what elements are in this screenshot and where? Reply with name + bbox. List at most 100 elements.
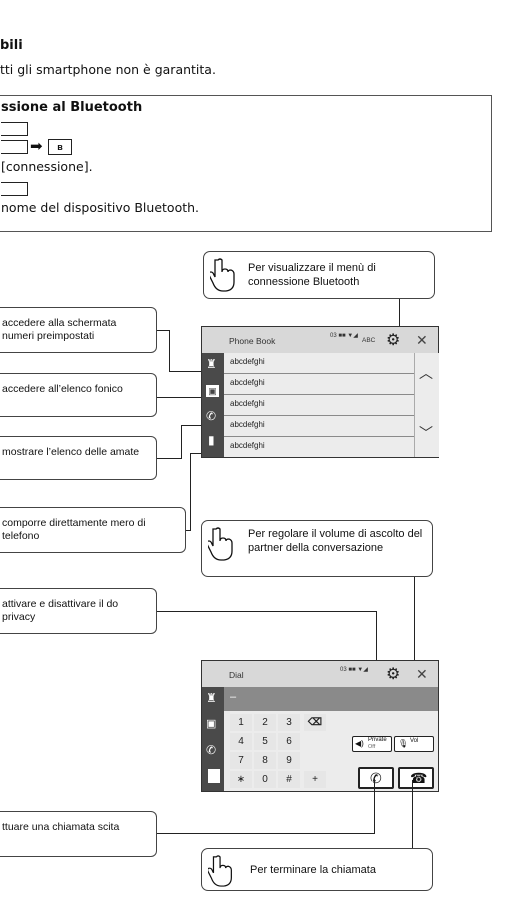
callout-bt-menu: Per visualizzare il menù di connessione … — [203, 251, 435, 299]
screen-header: Dial 03 ■■ ▼◢ ⚙ ✕ — [202, 661, 438, 687]
preset-icon[interactable]: ♜ — [206, 357, 217, 371]
bluetooth-steps-box: ssione al Bluetooth ➡ ʙ [connessione]. n… — [0, 95, 492, 232]
key-3[interactable]: 3 — [278, 714, 300, 731]
preset-icon[interactable]: ♜ — [206, 691, 217, 705]
close-icon[interactable]: ✕ — [416, 666, 428, 682]
pointing-hand-icon — [210, 258, 235, 292]
call-button[interactable]: ✆ — [358, 767, 394, 789]
key-plus[interactable]: + — [304, 771, 326, 788]
phonebook-icon[interactable]: ▣ — [206, 718, 217, 730]
key-6[interactable]: 6 — [278, 733, 300, 750]
key-star[interactable]: ∗ — [230, 771, 252, 788]
list-item[interactable]: abcdefghi — [224, 353, 414, 374]
key-4[interactable]: 4 — [230, 733, 252, 750]
list-item[interactable]: abcdefghi — [224, 374, 414, 395]
leader-line — [169, 330, 170, 372]
dial-pad-icon[interactable] — [208, 769, 220, 783]
key-5[interactable]: 5 — [254, 733, 276, 750]
callout-history: mostrare l’elenco delle amate — [0, 436, 157, 480]
gear-icon[interactable]: ⚙ — [386, 666, 401, 683]
call-history-icon[interactable]: ✆ — [206, 409, 217, 423]
callout-preset: accedere alla schermata numeri preimpost… — [0, 307, 157, 353]
leader-line — [157, 330, 169, 331]
leader-line — [181, 425, 207, 426]
arrow-right-icon: ➡ — [30, 138, 43, 155]
leader-line — [399, 299, 400, 331]
number-display: – — [224, 687, 438, 711]
callout-text: mostrare l’elenco delle amate — [2, 446, 140, 458]
call-history-icon[interactable]: ✆ — [206, 743, 217, 757]
key-hash[interactable]: # — [278, 771, 300, 788]
leader-line — [157, 833, 374, 834]
list-item[interactable]: abcdefghi — [224, 395, 414, 416]
private-state: Off — [368, 744, 376, 750]
keypad: 1 2 3 ⌫ 4 5 6 7 8 9 ∗ 0 # + ◀) Private O… — [224, 711, 438, 791]
scroll-area: ︿ ﹀ — [414, 353, 439, 457]
callout-text: accedere alla schermata numeri preimpost… — [2, 317, 117, 342]
phonebook-icon[interactable]: ▣ — [206, 385, 219, 397]
key-2[interactable]: 2 — [254, 714, 276, 731]
backspace-icon[interactable]: ⌫ — [304, 714, 326, 731]
leader-line — [157, 611, 376, 612]
callout-text: Per terminare la chiamata — [250, 864, 376, 876]
callout-text: ttuare una chiamata scita — [2, 821, 120, 833]
status-indicators: 03 ■■ ▼◢ — [330, 333, 358, 339]
callout-phonebook: accedere all’elenco fonico — [0, 373, 157, 417]
dial-screen: Dial 03 ■■ ▼◢ ⚙ ✕ ♜ ▣ ✆ – 1 2 3 ⌫ 4 5 6 … — [201, 660, 439, 792]
key-1[interactable]: 1 — [230, 714, 252, 731]
contact-list: abcdefghi abcdefghi abcdefghi abcdefghi … — [224, 353, 414, 457]
step-button-icon — [1, 140, 28, 154]
voice-volume-button[interactable]: 🎙 Vol — [394, 736, 434, 752]
voice-label: Vol — [410, 738, 419, 744]
dial-pad-icon[interactable]: ▮ — [208, 433, 215, 447]
abc-indicator: ABC — [362, 337, 376, 344]
callout-make-call: ttuare una chiamata scita — [0, 811, 157, 857]
callout-privacy: attivare e disattivare il do privacy — [0, 588, 157, 634]
callout-volume: Per regolare il volume di ascolto del pa… — [201, 520, 433, 577]
screen-title: Phone Book — [229, 336, 276, 346]
leader-line — [181, 425, 182, 459]
callout-text: Per regolare il volume di ascolto del pa… — [248, 528, 423, 554]
phone-call-icon: ✆ — [370, 770, 382, 786]
infobox-line-connection: [connessione]. — [1, 159, 93, 174]
leader-line — [412, 780, 413, 848]
callout-dial: comporre direttamente mero di telefono — [0, 507, 186, 553]
infobox-line-device: nome del dispositivo Bluetooth. — [1, 200, 200, 215]
phonebook-screen: Phone Book 03 ■■ ▼◢ ABC ⚙ ✕ ♜ ▣ ✆ ▮ abcd… — [201, 326, 439, 458]
phone-hangup-icon: ☎ — [410, 770, 428, 786]
close-icon[interactable]: ✕ — [416, 332, 428, 348]
leader-line — [374, 780, 375, 834]
key-9[interactable]: 9 — [278, 752, 300, 769]
key-0[interactable]: 0 — [254, 771, 276, 788]
end-call-button[interactable]: ☎ — [398, 767, 434, 789]
private-mode-button[interactable]: ◀) Private Off — [352, 736, 392, 752]
leader-line — [186, 530, 190, 531]
pointing-hand-icon — [208, 527, 233, 561]
leader-line — [190, 453, 191, 531]
screen-title: Dial — [229, 670, 244, 680]
callout-text: accedere all’elenco fonico — [2, 383, 123, 395]
scroll-down-icon[interactable]: ﹀ — [419, 425, 433, 441]
list-item[interactable]: abcdefghi — [224, 416, 414, 437]
section-subtext: tti gli smartphone non è garantita. — [0, 62, 216, 77]
leader-line — [190, 453, 207, 454]
status-indicators: 03 ■■ ▼◢ — [340, 667, 368, 673]
key-7[interactable]: 7 — [230, 752, 252, 769]
side-nav: ♜ ▣ ✆ ▮ — [202, 353, 224, 457]
microphone-icon: 🎙 — [398, 739, 409, 748]
list-item[interactable]: abcdefghi — [224, 437, 414, 457]
dialed-number: – — [230, 691, 237, 703]
private-label: Private — [368, 737, 387, 743]
gear-icon[interactable]: ⚙ — [386, 332, 401, 349]
scroll-up-icon[interactable]: ︿ — [419, 365, 433, 381]
screen-header: Phone Book 03 ■■ ▼◢ ABC ⚙ ✕ — [202, 327, 438, 353]
step-button-icon — [1, 122, 28, 136]
callout-end-call: Per terminare la chiamata — [201, 848, 433, 891]
key-8[interactable]: 8 — [254, 752, 276, 769]
callout-text: Per visualizzare il menù di connessione … — [248, 262, 376, 288]
leader-line — [157, 458, 181, 459]
callout-text: attivare e disattivare il do privacy — [2, 598, 119, 623]
speaker-icon: ◀) — [355, 739, 364, 748]
step-button-icon — [1, 182, 28, 196]
section-heading: bili — [0, 38, 23, 53]
